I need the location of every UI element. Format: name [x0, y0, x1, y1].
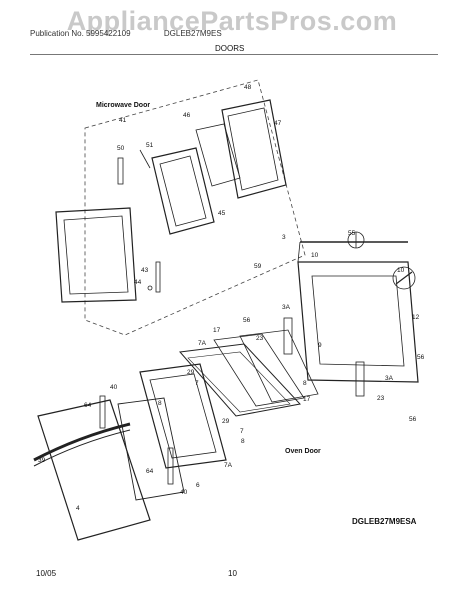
callout-label: 43	[141, 267, 149, 274]
callout-label: 9	[318, 342, 322, 349]
callout-label: 7A	[198, 340, 207, 347]
microwave-glass	[195, 123, 241, 187]
hinge-bracket-left	[283, 317, 293, 355]
oven-glass-layers	[179, 329, 319, 417]
publication-number: Publication No. 5995422109	[30, 29, 131, 38]
callout-label: 41	[119, 117, 127, 124]
side-bracket-40b	[167, 447, 174, 485]
callout-label: 8	[241, 438, 245, 445]
microwave-boundary	[84, 79, 306, 336]
oven-inner-liner	[297, 241, 419, 383]
callout-label: 50	[117, 145, 125, 152]
callout-label: 64	[146, 468, 154, 475]
diagram-model-label: DGLEB27M9ESA	[352, 517, 417, 526]
model-code: DGLEB27M9ES	[163, 29, 222, 38]
caption-microwave: Microwave Door	[96, 102, 150, 109]
callout-label: 7	[240, 428, 244, 435]
header-rule	[30, 54, 438, 55]
callout-label: 48	[244, 84, 252, 91]
watermark-text: AppliancePartsPros.com	[66, 6, 398, 36]
callout-label: 17	[213, 327, 221, 334]
callout-label: 8	[303, 380, 307, 387]
caption-oven: Oven Door	[285, 448, 321, 455]
callout-label: 40	[180, 489, 188, 496]
callout-label: 23	[377, 395, 385, 402]
screw-part-44	[147, 285, 153, 291]
footer-date: 10/05	[36, 569, 57, 578]
hinge-10	[392, 266, 416, 290]
callout-label: 59	[254, 263, 262, 270]
microwave-outer-panel	[55, 207, 137, 303]
latch-part-43	[155, 261, 161, 293]
oven-outer-panel	[33, 399, 151, 541]
callout-labels: 48 46 47 41 50 51 45 43 44 3 55 10 59 10…	[38, 84, 425, 512]
microwave-door-frame	[221, 99, 287, 199]
callout-label: 4	[76, 505, 80, 512]
section-title: DOORS	[215, 44, 245, 53]
callout-label: 8	[158, 400, 162, 407]
hinge-part-50	[117, 157, 124, 185]
hinge-bracket-right	[355, 361, 365, 397]
callout-label: 29	[222, 418, 230, 425]
callout-label: 56	[243, 317, 251, 324]
callout-label: 47	[274, 120, 282, 127]
callout-label: 56	[409, 416, 417, 423]
side-bracket-40	[99, 395, 106, 429]
callout-label: 6	[196, 482, 200, 489]
callout-label: 46	[183, 112, 191, 119]
footer-page-number: 10	[228, 569, 237, 578]
callout-label: 10	[397, 267, 405, 274]
callout-label: 12	[412, 314, 420, 321]
callout-label: 7	[195, 380, 199, 387]
microwave-choke-frame	[151, 147, 215, 235]
callout-label: 23	[256, 335, 264, 342]
oven-glass-panel	[117, 397, 185, 501]
oven-door-frame	[139, 363, 227, 469]
callout-label: 64	[84, 402, 92, 409]
callout-label: 7A	[224, 462, 233, 469]
callout-label: 3	[282, 234, 286, 241]
header-line: Publication No. 5995422109 DGLEB27M9ES	[30, 29, 222, 38]
callout-label: 45	[218, 210, 226, 217]
screw-55	[347, 231, 365, 249]
callout-label: 3A	[385, 375, 394, 382]
callout-label: 44	[134, 279, 142, 286]
callout-label: 39	[38, 457, 46, 464]
callout-label: 10	[311, 252, 319, 259]
callout-label: 3A	[282, 304, 291, 311]
callout-label: 29	[187, 369, 195, 376]
callout-label: 51	[146, 142, 154, 149]
callout-label: 55	[348, 230, 356, 237]
spring-part-51	[139, 149, 151, 169]
callout-label: 17	[303, 396, 311, 403]
callout-label: 40	[110, 384, 118, 391]
callout-label: 56	[417, 354, 425, 361]
